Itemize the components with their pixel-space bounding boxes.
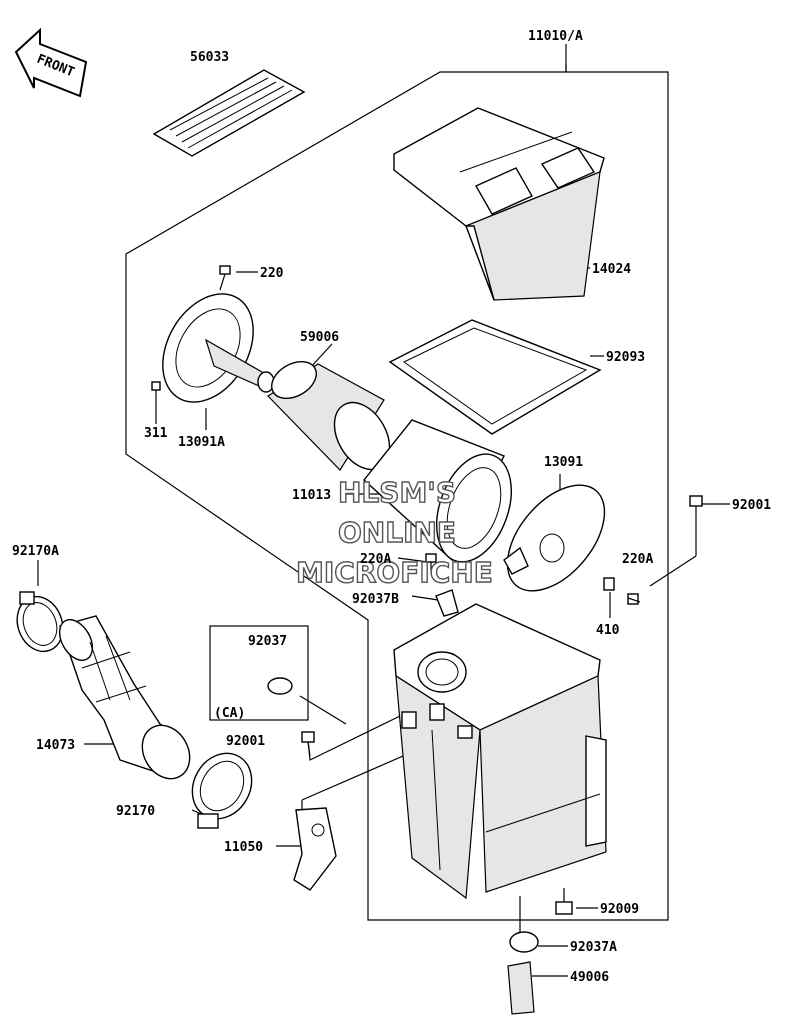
- duct-14073: [58, 615, 191, 780]
- element-11013: [363, 419, 512, 563]
- front-arrow-icon: FRONT: [14, 27, 88, 98]
- callout-92001-left: 92001: [226, 734, 265, 749]
- callout-92093: 92093: [606, 350, 645, 365]
- callout-92170a: 92170A: [12, 544, 59, 559]
- callout-410: 410: [596, 623, 620, 638]
- callout-11050: 11050: [224, 840, 263, 855]
- svg-text:HLSM'S: HLSM'S: [338, 476, 456, 509]
- foam-filter-59006: [267, 360, 391, 471]
- gasket-92093: [388, 319, 602, 435]
- watermark: HLSM'S ONLINE MICROFICHE: [295, 475, 493, 589]
- bolt-92001-right: [689, 495, 703, 520]
- cap-49006: [507, 961, 535, 1015]
- airbox-cover-14024: [393, 107, 605, 301]
- callout-220: 220: [260, 266, 284, 281]
- bolt-92009: [555, 888, 573, 915]
- bolt-220-top: [219, 265, 231, 291]
- callout-14073: 14073: [36, 738, 75, 753]
- callout-92009: 92009: [600, 902, 639, 917]
- callout-92037a: 92037A: [570, 940, 617, 955]
- callout-ca: (CA): [214, 706, 245, 721]
- callout-11013: 11013: [292, 488, 331, 503]
- clip-92037: [267, 677, 293, 695]
- callout-220a-left: 220A: [360, 552, 391, 567]
- callout-59006: 59006: [300, 330, 339, 345]
- callout-220a-right: 220A: [622, 552, 653, 567]
- clip-92037A: [509, 931, 539, 953]
- clip-92037B: [435, 589, 459, 617]
- cap-plate-13091A: [162, 293, 275, 403]
- clamp-92170A: [16, 591, 64, 653]
- callout-56033: 56033: [190, 50, 229, 65]
- callout-92037: 92037: [248, 634, 287, 649]
- svg-text:ONLINE: ONLINE: [338, 516, 456, 549]
- pad-56033: [152, 69, 306, 157]
- callout-49006: 49006: [570, 970, 609, 985]
- nut-410: [603, 577, 615, 591]
- callout-14024: 14024: [592, 262, 631, 277]
- clamp-92170: [191, 752, 253, 829]
- screw-220A-left: [425, 553, 437, 574]
- callout-13091: 13091: [544, 455, 583, 470]
- leader-lines: [37, 44, 730, 977]
- callout-92170: 92170: [116, 804, 155, 819]
- callout-92037b: 92037B: [352, 592, 399, 607]
- airbox-case: [393, 603, 607, 900]
- bracket-11050: [293, 807, 337, 891]
- callout-311: 311: [144, 426, 168, 441]
- callout-13091a: 13091A: [178, 435, 225, 450]
- screw-220A-right: [627, 593, 641, 605]
- callouts: 56033 11010/A 14024 220 59006 92093 311 …: [12, 29, 771, 985]
- callout-11010-a: 11010/A: [528, 29, 583, 44]
- svg-text:MICROFICHE: MICROFICHE: [296, 556, 493, 589]
- end-plate-13091: [503, 484, 606, 592]
- assembly-frame: [125, 64, 669, 921]
- nut-311: [151, 381, 161, 391]
- callout-92001-right: 92001: [732, 498, 771, 513]
- bolt-92001-left: [301, 731, 315, 757]
- ca-variant-box: [209, 625, 309, 721]
